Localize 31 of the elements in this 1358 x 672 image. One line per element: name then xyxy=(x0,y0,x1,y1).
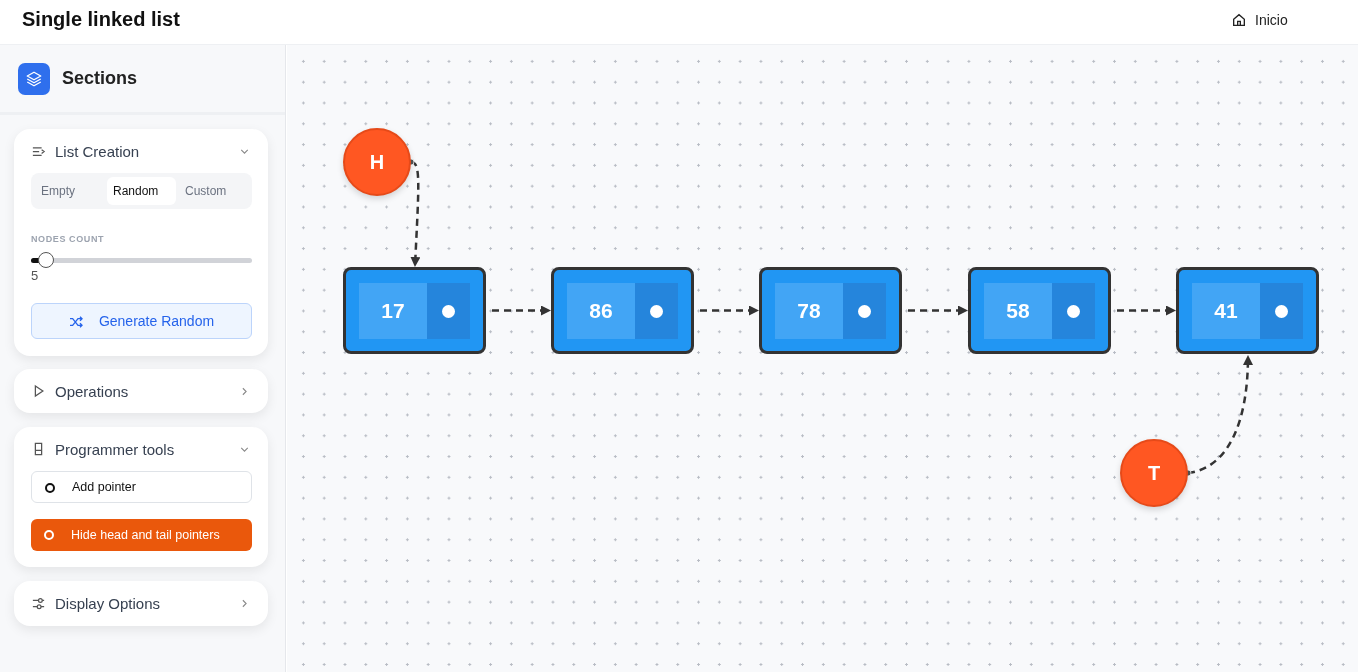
tab: Empty xyxy=(35,177,104,205)
node-value: 86 xyxy=(567,283,635,339)
list-node-box xyxy=(343,267,486,354)
sidebar-heading: Sections xyxy=(62,68,138,89)
section-heading: Operations xyxy=(55,383,129,400)
hide-pointers-button: Hide head and tail pointers xyxy=(31,519,252,551)
nav-link: Inicio xyxy=(1255,12,1288,28)
list-node-box xyxy=(968,267,1111,354)
list-node-box xyxy=(1176,267,1319,354)
node-value: 58 xyxy=(984,283,1052,339)
tab: Random xyxy=(107,177,176,205)
node-value: 41 xyxy=(1192,283,1260,339)
section-heading: List Creation xyxy=(55,143,140,160)
node-value: 17 xyxy=(359,283,427,339)
list-node-box xyxy=(759,267,902,354)
arrow xyxy=(492,305,551,316)
page-title: Single linked list xyxy=(22,8,180,31)
arrow xyxy=(908,305,968,316)
arrow xyxy=(700,305,759,316)
slider-value: 5 xyxy=(31,268,39,283)
field-label: NODES COUNT xyxy=(31,234,105,244)
tab: Custom xyxy=(179,177,248,205)
list-node-box xyxy=(551,267,694,354)
generate-button: Generate Random xyxy=(31,303,252,339)
section-heading: Programmer tools xyxy=(55,441,175,458)
section-heading: Display Options xyxy=(55,595,161,612)
add-pointer-button: Add pointer xyxy=(31,471,252,503)
node-value: 78 xyxy=(775,283,843,339)
pointer-label: H xyxy=(368,150,386,175)
pointer-label: T xyxy=(1146,461,1162,486)
arrow xyxy=(1117,305,1176,316)
